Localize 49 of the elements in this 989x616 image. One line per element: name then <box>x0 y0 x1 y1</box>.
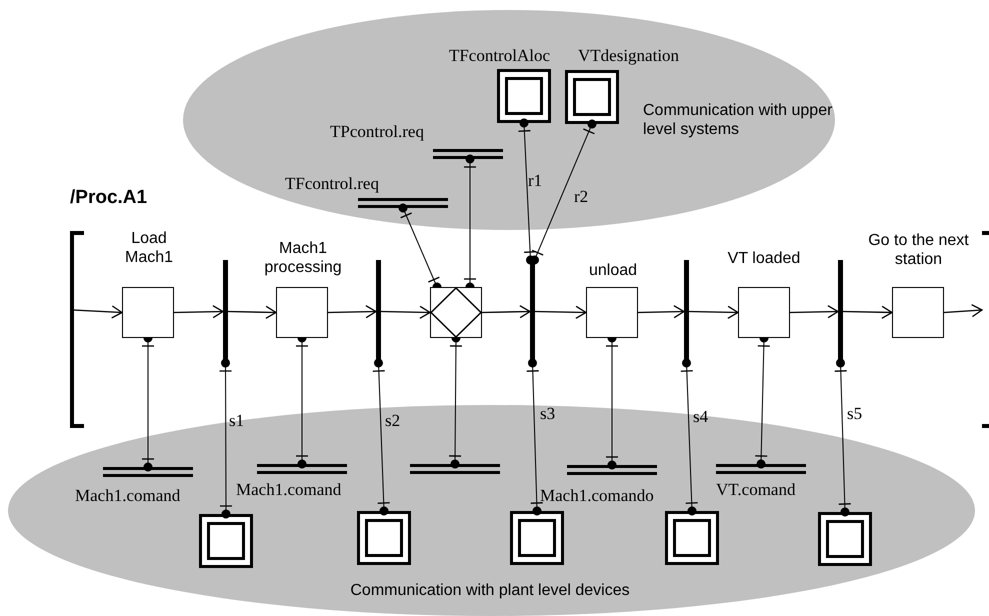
zone-label: Communication with upper level systems <box>643 102 833 140</box>
place-label: Mach1.comand <box>75 487 182 506</box>
edge-label: s3 <box>540 405 556 422</box>
signal-arc <box>218 358 233 520</box>
device-box <box>510 511 564 565</box>
flow-arrow <box>380 306 431 319</box>
edge-label: s1 <box>229 412 244 429</box>
place-bar <box>410 464 500 474</box>
edge-label: s2 <box>385 412 400 429</box>
device-label: VTdesignation <box>578 47 680 66</box>
flow-arrow <box>482 305 531 318</box>
edge-label: s5 <box>847 405 862 422</box>
decision-box <box>430 287 482 338</box>
flow-arrow <box>72 305 123 319</box>
flow-arrow <box>638 305 685 318</box>
activity-label: Load Mach1 <box>124 230 174 268</box>
signal-arc <box>680 358 698 516</box>
flow-arrow <box>688 306 739 319</box>
place-label: TFcontrol.req <box>285 175 380 194</box>
place-label: TPcontrol.req <box>330 123 425 142</box>
flow-arrow <box>944 304 983 318</box>
flow-arrow <box>228 306 277 319</box>
activity-label: Go to the next station <box>867 232 970 270</box>
flow-arrow <box>534 306 587 319</box>
flow-arrow <box>842 306 893 319</box>
device-box <box>665 511 719 565</box>
device-box <box>357 511 411 565</box>
signal-arc <box>526 358 544 516</box>
zone-label: Communication with plant level devices <box>349 582 631 601</box>
signal-arc <box>834 358 852 518</box>
device-box <box>818 512 872 566</box>
activity-label: Mach1 processing <box>263 240 343 278</box>
process-title: /Proc.A1 <box>70 187 148 209</box>
signal-arc <box>529 118 598 266</box>
flow-arrow <box>174 305 224 318</box>
signal-arc <box>372 358 390 516</box>
activity-label: VT loaded <box>726 250 802 269</box>
place-label: Mach1.comando <box>540 487 655 506</box>
device-box <box>199 514 253 568</box>
activity-label: unload <box>588 262 638 281</box>
edge-label: s4 <box>693 408 708 425</box>
place-label: Mach1.comand <box>236 481 342 500</box>
flow-arrow <box>790 305 839 318</box>
edge-label: r1 <box>528 172 542 189</box>
device-label: TFcontrolAloc <box>448 47 550 66</box>
flow-arrow <box>328 305 377 318</box>
signal-arc <box>518 118 537 266</box>
edge-label: r2 <box>574 188 588 205</box>
place-label: VT.comand <box>716 481 796 500</box>
